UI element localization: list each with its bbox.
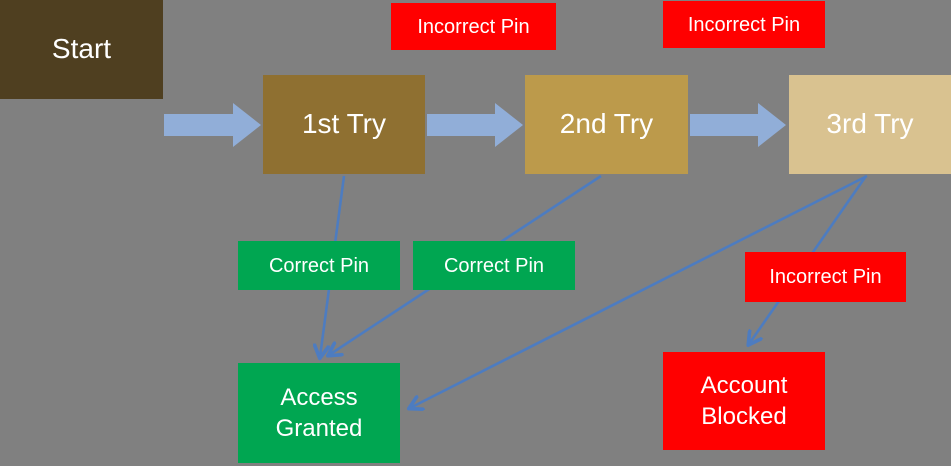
label-incorrect-pin-3: Incorrect Pin [745,252,906,302]
label-correct-pin-1-text: Correct Pin [268,254,370,277]
node-3rd-try-label: 3rd Try [826,108,914,140]
flow-arrow-start-to-try1 [164,103,261,147]
flow-arrow-try2-to-try3 [690,103,786,147]
node-start: Start [0,0,163,99]
node-1st-try-label: 1st Try [301,108,386,140]
label-incorrect-pin-2: Incorrect Pin [663,1,825,48]
label-incorrect-pin-3-text: Incorrect Pin [769,266,882,288]
node-access-granted: Access Granted [238,363,400,463]
node-1st-try: 1st Try [263,75,425,174]
label-correct-pin-1: Correct Pin [238,241,400,290]
node-start-label: Start [51,33,112,65]
node-account-blocked: Account Blocked [663,352,825,450]
node-2nd-try: 2nd Try [525,75,688,174]
label-correct-pin-2-text: Correct Pin [443,254,545,277]
label-incorrect-pin-1-text: Incorrect Pin [417,15,530,38]
label-correct-pin-2: Correct Pin [413,241,575,290]
connector-try3-to-access-granted [410,174,868,408]
node-access-granted-label: Access Granted [275,383,363,442]
node-3rd-try: 3rd Try [789,75,951,174]
label-incorrect-pin-2-text: Incorrect Pin [687,13,801,36]
flow-arrow-try1-to-try2 [427,103,523,147]
node-account-blocked-label: Account Blocked [700,371,788,430]
label-incorrect-pin-1: Incorrect Pin [391,3,556,50]
node-2nd-try-label: 2nd Try [559,108,654,140]
